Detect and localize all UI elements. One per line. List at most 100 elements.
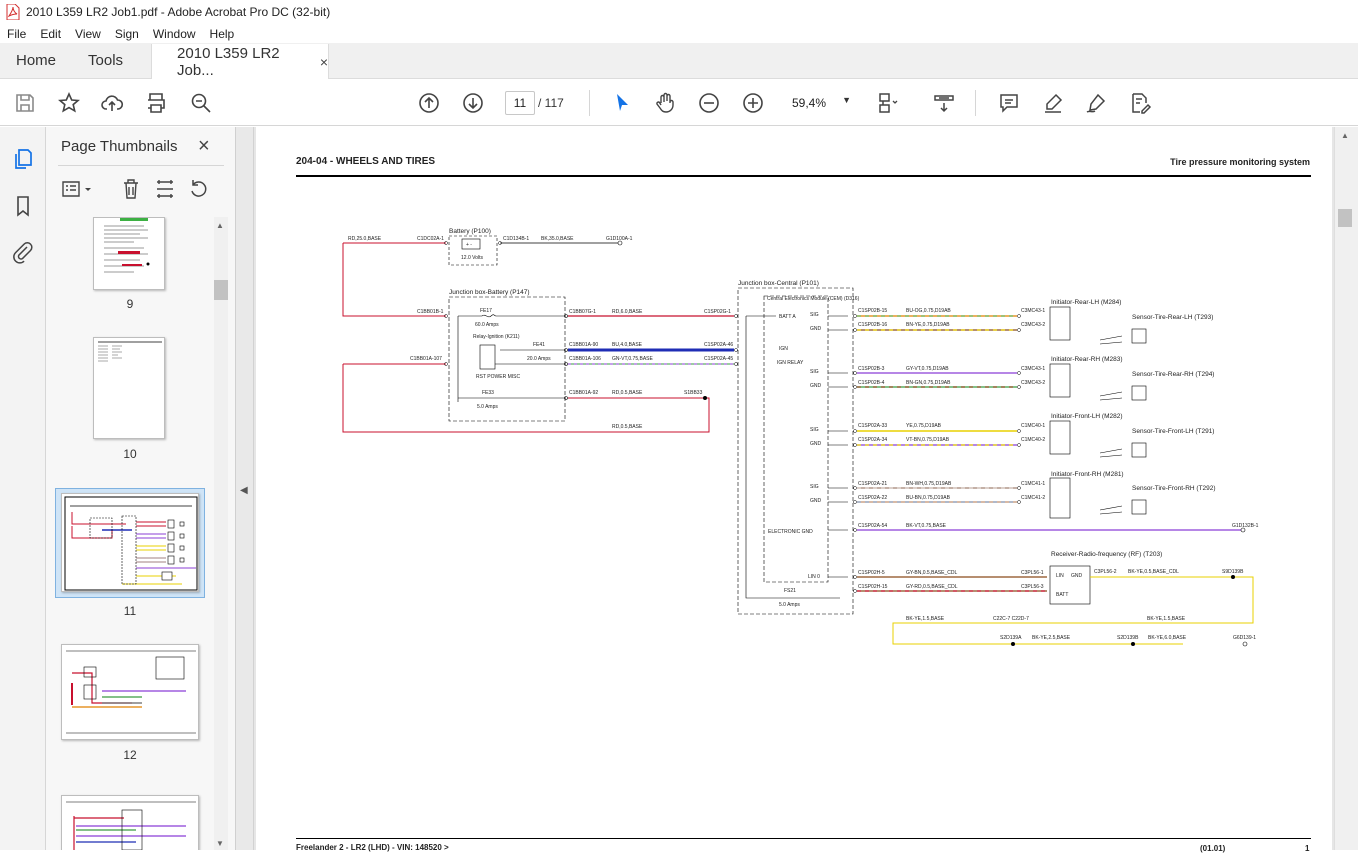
svg-text:C1MC41-2: C1MC41-2 bbox=[1021, 495, 1045, 501]
svg-text:S2D139A: S2D139A bbox=[1000, 635, 1022, 641]
thumbnail-options-icon[interactable] bbox=[60, 177, 94, 201]
star-icon[interactable] bbox=[57, 91, 81, 115]
svg-text:C1SP02A-21: C1SP02A-21 bbox=[858, 481, 887, 487]
jbc-title: Junction box-Central (P101) bbox=[738, 280, 819, 287]
jbb-wire-5: RD,0.5,BASE bbox=[612, 424, 643, 430]
scroll-down-arrow-icon[interactable]: ▼ bbox=[216, 839, 224, 848]
save-icon[interactable] bbox=[13, 91, 37, 115]
relay-label: Relay-Ignition (K211) bbox=[473, 334, 520, 340]
page-fit-icon[interactable] bbox=[876, 91, 900, 115]
svg-text:C3MC43-1: C3MC43-1 bbox=[1021, 366, 1045, 372]
svg-text:SIG: SIG bbox=[810, 427, 819, 433]
thumbnail-scroll-knob[interactable] bbox=[214, 280, 228, 300]
svg-text:GY-VT,0.75,D19AB: GY-VT,0.75,D19AB bbox=[906, 366, 949, 372]
jbc-batt: BATT A bbox=[779, 314, 796, 320]
page-total: / 117 bbox=[538, 96, 564, 110]
svg-text:Sensor-Tire-Rear-LH (T293): Sensor-Tire-Rear-LH (T293) bbox=[1132, 314, 1213, 321]
scroll-mode-icon[interactable] bbox=[932, 91, 956, 115]
jbc-in-2: C1SP02A-46 bbox=[704, 342, 733, 348]
jbb-wire-1: RD,6.0,BASE bbox=[612, 309, 643, 315]
svg-text:BK-YE,6.0,BASE: BK-YE,6.0,BASE bbox=[1148, 635, 1187, 641]
next-page-icon[interactable] bbox=[461, 91, 485, 115]
print-icon[interactable] bbox=[144, 91, 168, 115]
previous-page-icon[interactable] bbox=[417, 91, 441, 115]
fe33-label: FE33 bbox=[482, 390, 494, 396]
svg-text:VT-BN,0.75,D19AB: VT-BN,0.75,D19AB bbox=[906, 437, 950, 443]
menu-help[interactable]: Help bbox=[209, 26, 235, 41]
zoom-out-icon[interactable] bbox=[697, 91, 721, 115]
svg-text:C1SP02B-16: C1SP02B-16 bbox=[858, 322, 887, 328]
jbc-lin: LIN 0 bbox=[808, 574, 820, 580]
battery-ground: G1D100A-1 bbox=[606, 236, 633, 242]
thumbnail-page-10[interactable] bbox=[93, 337, 165, 439]
thumbnail-page-9[interactable] bbox=[93, 217, 165, 290]
insert-page-icon[interactable] bbox=[154, 177, 176, 201]
tab-tools[interactable]: Tools bbox=[88, 52, 124, 69]
svg-text:LIN: LIN bbox=[1056, 573, 1064, 579]
acrobat-pdf-icon bbox=[6, 4, 20, 20]
pdf-page bbox=[256, 127, 1332, 850]
fe41-label: FE41 bbox=[533, 342, 545, 348]
left-rail bbox=[0, 127, 46, 850]
menu-view[interactable]: View bbox=[75, 26, 101, 41]
svg-text:S9D139B: S9D139B bbox=[1222, 569, 1244, 575]
tab-home[interactable]: Home bbox=[16, 52, 57, 69]
svg-text:BK-YE,2.5,BASE: BK-YE,2.5,BASE bbox=[1032, 635, 1071, 641]
bookmark-icon[interactable] bbox=[11, 194, 35, 218]
gnd-wire-ground: G1D132B-1 bbox=[1232, 523, 1259, 529]
tab-document[interactable]: 2010 L359 LR2 Job... × bbox=[151, 44, 330, 79]
gnd-wire-conn: C1SP02A-54 bbox=[858, 523, 887, 529]
chevron-left-icon: ◀ bbox=[240, 485, 248, 496]
svg-text:C1SP02A-34: C1SP02A-34 bbox=[858, 437, 887, 443]
zoom-in-icon[interactable] bbox=[741, 91, 765, 115]
document-scrollbar[interactable]: ▲ bbox=[1334, 127, 1358, 850]
page-header-title: Tire pressure monitoring system bbox=[1170, 157, 1310, 167]
thumbnail-scrollbar[interactable] bbox=[214, 217, 228, 850]
delete-page-icon[interactable] bbox=[120, 177, 142, 201]
highlight-pen-icon[interactable] bbox=[1041, 91, 1065, 115]
hand-tool-icon[interactable] bbox=[653, 91, 677, 115]
scroll-up-arrow-icon[interactable]: ▲ bbox=[216, 221, 224, 230]
jbb-wire-4: RD,0.5,BASE bbox=[612, 390, 643, 396]
header-rule bbox=[296, 175, 1311, 177]
svg-text:C3PL56-2: C3PL56-2 bbox=[1094, 569, 1117, 575]
title-bar: 2010 L359 LR2 Job1.pdf - Adobe Acrobat P… bbox=[0, 0, 1358, 24]
menu-edit[interactable]: Edit bbox=[40, 26, 62, 41]
jbb-out-3: C1BB01A-106 bbox=[569, 356, 601, 362]
cloud-upload-icon[interactable] bbox=[100, 91, 124, 115]
search-zoom-icon[interactable] bbox=[189, 91, 213, 115]
thumbnail-page-12[interactable] bbox=[61, 644, 199, 740]
sign-pen-icon[interactable] bbox=[1084, 91, 1108, 115]
rotate-page-icon[interactable] bbox=[188, 177, 210, 201]
battery-volts: 12.0 Volts bbox=[461, 255, 483, 261]
svg-text:GND: GND bbox=[810, 326, 822, 332]
panel-close-icon[interactable]: × bbox=[198, 135, 210, 157]
relay-note: RST POWER MISC bbox=[476, 374, 520, 380]
menu-window[interactable]: Window bbox=[152, 26, 196, 41]
menu-sign[interactable]: Sign bbox=[114, 26, 139, 41]
comment-icon[interactable] bbox=[997, 91, 1021, 115]
chevron-down-icon: ▼ bbox=[842, 95, 851, 105]
cem-label: Central Electronics Module (CEM) (D316) bbox=[767, 296, 860, 302]
svg-text:G6D139-1: G6D139-1 bbox=[1233, 635, 1256, 641]
fs21-amps: 5.0 Amps bbox=[779, 602, 800, 608]
thumbnail-page-11[interactable] bbox=[61, 493, 199, 592]
toolbar-separator bbox=[589, 90, 590, 116]
menu-file[interactable]: File bbox=[7, 26, 27, 41]
thumbnail-page-13[interactable] bbox=[61, 795, 199, 850]
svg-text:Sensor-Tire-Rear-RH (T294): Sensor-Tire-Rear-RH (T294) bbox=[1132, 371, 1214, 378]
panel-collapse-handle[interactable]: ◀ bbox=[236, 127, 254, 850]
document-scroll-knob[interactable] bbox=[1338, 209, 1352, 227]
page-thumbnails-icon[interactable] bbox=[11, 147, 35, 171]
edit-pdf-icon[interactable] bbox=[1128, 91, 1152, 115]
zoom-level-select[interactable]: 59,4% ▼ bbox=[785, 91, 857, 115]
select-cursor-icon[interactable] bbox=[610, 91, 634, 115]
svg-text:C3PL56-3: C3PL56-3 bbox=[1021, 584, 1044, 590]
attachment-icon[interactable] bbox=[11, 240, 35, 264]
svg-text:C1MC41-1: C1MC41-1 bbox=[1021, 481, 1045, 487]
thumbnail-12-preview bbox=[66, 650, 196, 734]
jbc-electronic-gnd: ELECTRONIC GND bbox=[768, 529, 813, 535]
scroll-up-arrow-icon[interactable]: ▲ bbox=[1341, 131, 1349, 140]
tab-close-icon[interactable]: × bbox=[319, 53, 329, 70]
page-number-input[interactable]: 11 bbox=[505, 91, 535, 115]
